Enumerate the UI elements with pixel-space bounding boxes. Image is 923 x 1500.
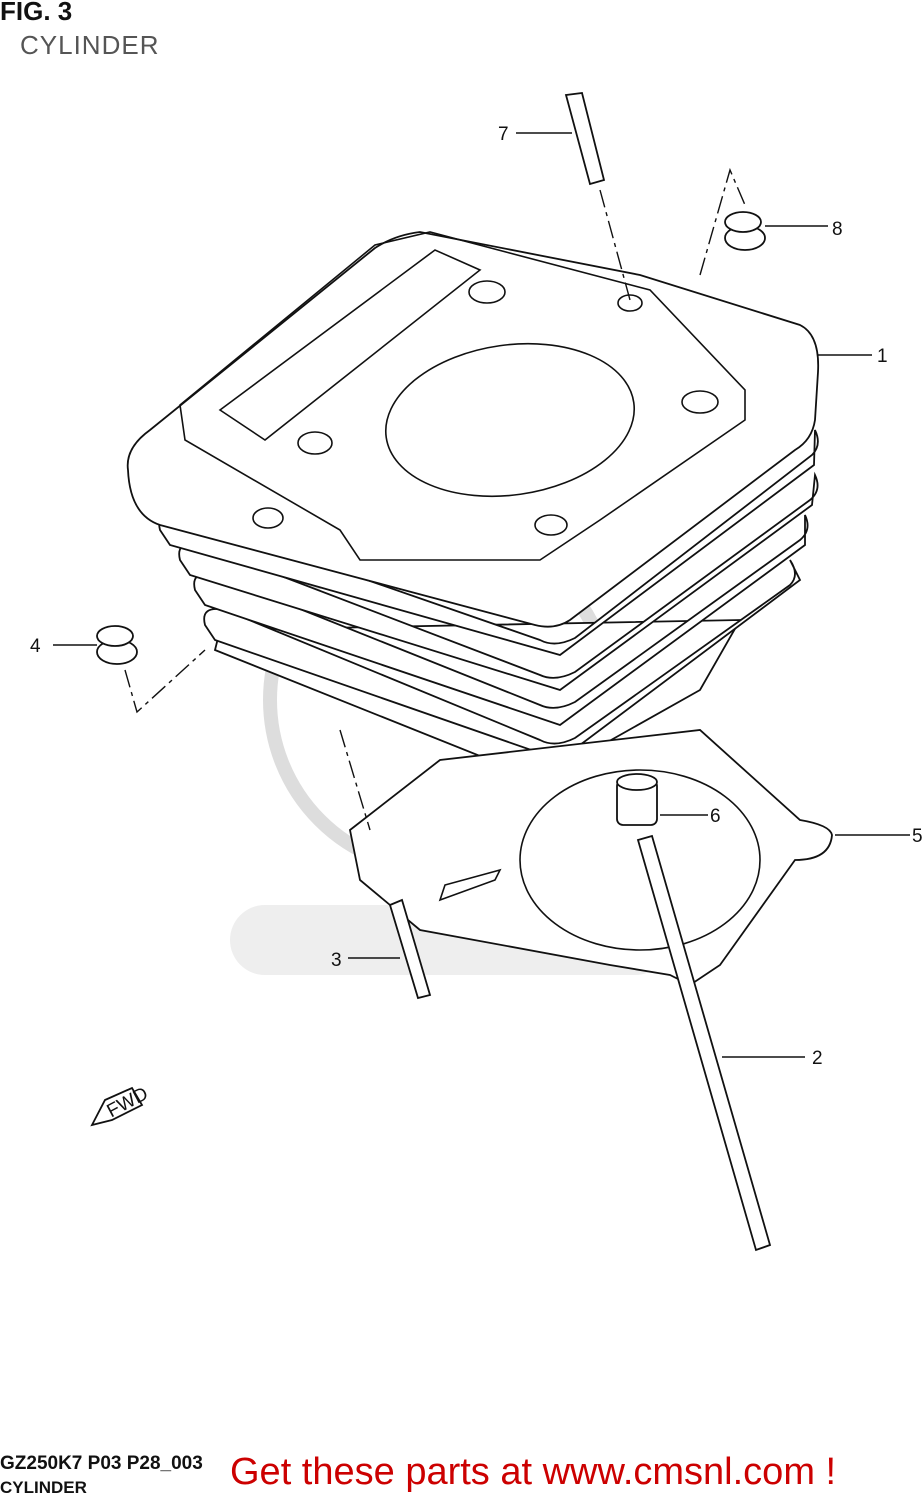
callout-5: 5 <box>912 826 923 847</box>
stud-bolt-small <box>388 898 432 1000</box>
stud-bolt-short <box>564 92 606 186</box>
callout-7: 7 <box>498 124 509 145</box>
figure-title: CYLINDER <box>20 30 160 60</box>
nut-8 <box>724 211 766 251</box>
cylinder-body <box>126 231 820 781</box>
figure-number: FIG. 3 <box>0 0 73 26</box>
diagram-code: GZ250K7 P03 P28_003 <box>0 1453 203 1474</box>
callout-4: 4 <box>30 636 41 657</box>
callout-8: 8 <box>832 219 843 240</box>
promo-link[interactable]: Get these parts at www.cmsnl.com ! <box>230 1451 837 1493</box>
forward-arrow-icon: FWD <box>90 1083 152 1127</box>
cylinder-gasket <box>349 729 833 987</box>
diagram-name: CYLINDER <box>0 1478 87 1497</box>
nut-4 <box>96 625 138 665</box>
dowel-pin <box>616 773 658 826</box>
callout-3: 3 <box>331 950 342 971</box>
stud-bolt-long <box>636 834 772 1252</box>
callout-2: 2 <box>812 1048 823 1069</box>
callout-6: 6 <box>710 806 721 827</box>
callout-1: 1 <box>877 346 888 367</box>
